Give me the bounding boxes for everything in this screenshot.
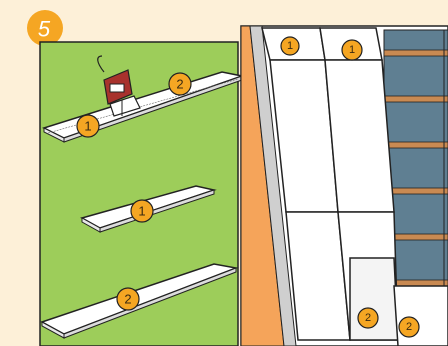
- jigsaw-icon: [97, 55, 141, 117]
- step-number: 5: [38, 17, 51, 42]
- tile-badge-3: 2: [357, 307, 379, 329]
- tile-label-4: 2: [406, 321, 412, 333]
- badge-board-middle: 1: [130, 199, 154, 223]
- badge-board-top-2: 2: [168, 72, 192, 96]
- badge-board-bottom: 2: [116, 287, 140, 311]
- right-panel: 1 1 2 2: [240, 25, 448, 346]
- step-badge: 5: [27, 10, 63, 46]
- board-top-label-2: 2: [176, 77, 183, 92]
- tile-badge-1: 1: [280, 36, 300, 56]
- badge-board-top-1: 1: [76, 114, 100, 138]
- tile-badge-4: 2: [398, 316, 420, 338]
- board-top-label-1: 1: [84, 119, 91, 134]
- left-panel: 1 2 1 2: [39, 41, 245, 346]
- board-bottom-label: 2: [124, 292, 131, 307]
- tile-label-1: 1: [287, 40, 293, 52]
- tile-badge-2: 1: [341, 39, 363, 61]
- tile-label-2: 1: [349, 44, 355, 56]
- board-middle-label: 1: [138, 204, 145, 219]
- tile-label-3: 2: [365, 312, 371, 324]
